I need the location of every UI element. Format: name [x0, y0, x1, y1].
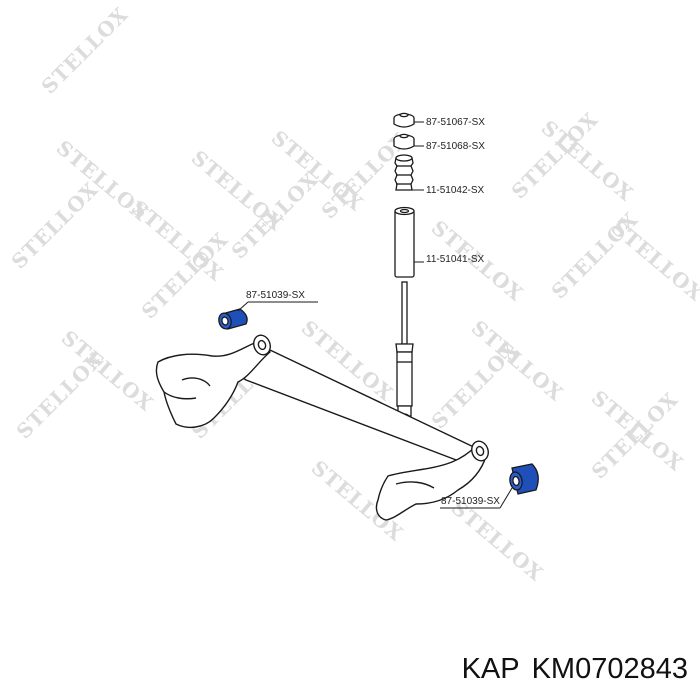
- dust-boot-part: [394, 206, 415, 278]
- top-mount-lower-part: [393, 133, 415, 150]
- watermark: STELLOX: [427, 337, 523, 433]
- part-label-dust-boot: 11-51041-SX: [426, 254, 485, 265]
- part-caption: KAP KM0702843: [0, 653, 688, 686]
- leader-line: [237, 301, 249, 312]
- bushing-left-part: [218, 308, 248, 330]
- watermark: STELLOX: [12, 347, 108, 443]
- part-label-top-mount-upper: 87-51067-SX: [426, 117, 485, 128]
- watermark-layer: STELLOX STELLOX STELLOX STELLOX STELLOX …: [7, 2, 700, 586]
- part-label-bushing-left: 87-51039-SX: [246, 290, 305, 301]
- brand-name: KAP: [461, 653, 520, 685]
- watermark: STELLOX: [607, 215, 700, 306]
- bump-stop-part: [394, 154, 414, 191]
- shock-absorber-part: [395, 281, 414, 427]
- watermark: STELLOX: [447, 495, 548, 586]
- part-label-bump-stop: 11-51042-SX: [426, 185, 485, 196]
- part-label-bushing-right: 87-51039-SX: [441, 496, 500, 507]
- part-number: KM0702843: [531, 653, 688, 685]
- part-label-top-mount-lower: 87-51068-SX: [426, 141, 485, 152]
- watermark: STELLOX: [7, 177, 103, 273]
- watermark: STELLOX: [37, 2, 133, 98]
- leader-line: [499, 487, 513, 509]
- top-mount-upper-part: [393, 112, 415, 128]
- bushing-right-part: [509, 463, 539, 495]
- rear-axle-beam: [155, 334, 489, 521]
